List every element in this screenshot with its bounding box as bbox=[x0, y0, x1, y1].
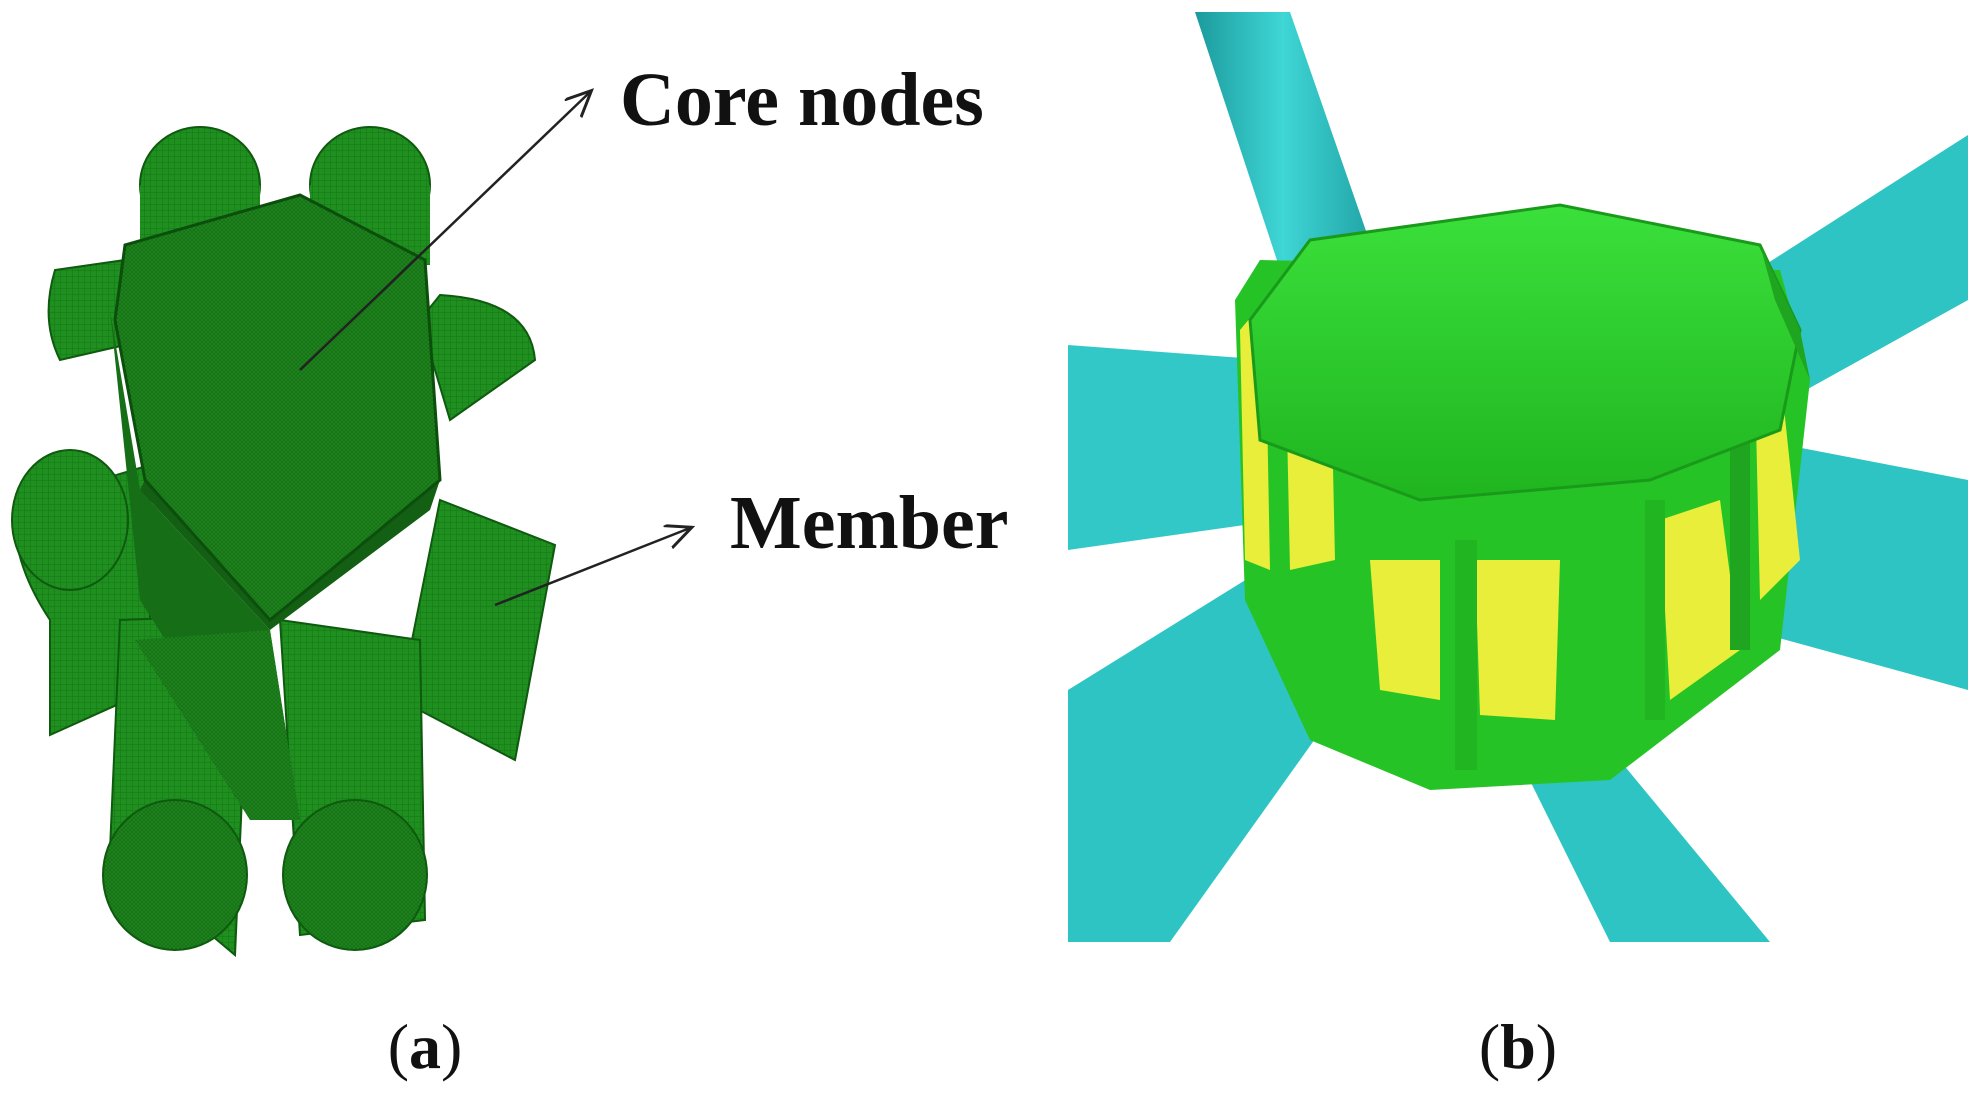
caption-b: (b) bbox=[1479, 1011, 1557, 1082]
panel-b-render bbox=[1068, 12, 1968, 942]
core-node-body bbox=[1235, 203, 1810, 790]
gusset-plate bbox=[1370, 560, 1440, 700]
member-tube bbox=[278, 618, 428, 951]
callout-member: Member bbox=[730, 481, 1009, 565]
core-node-body bbox=[110, 193, 442, 820]
member-tube bbox=[1068, 345, 1280, 550]
gusset-plate bbox=[1475, 560, 1560, 720]
arrow-icon bbox=[494, 528, 690, 607]
member-tube bbox=[11, 449, 151, 737]
callout-core-nodes: Core nodes bbox=[620, 58, 984, 142]
member-tube bbox=[398, 498, 557, 762]
member-tube bbox=[1750, 440, 1968, 690]
core-node-top bbox=[1248, 203, 1802, 502]
arrow-icon bbox=[299, 92, 590, 371]
core-node-face bbox=[113, 193, 442, 623]
panel-a-mesh-model bbox=[11, 126, 557, 958]
gusset-plate bbox=[1660, 500, 1740, 700]
member-tube bbox=[418, 293, 537, 422]
caption-a: (a) bbox=[388, 1011, 463, 1082]
